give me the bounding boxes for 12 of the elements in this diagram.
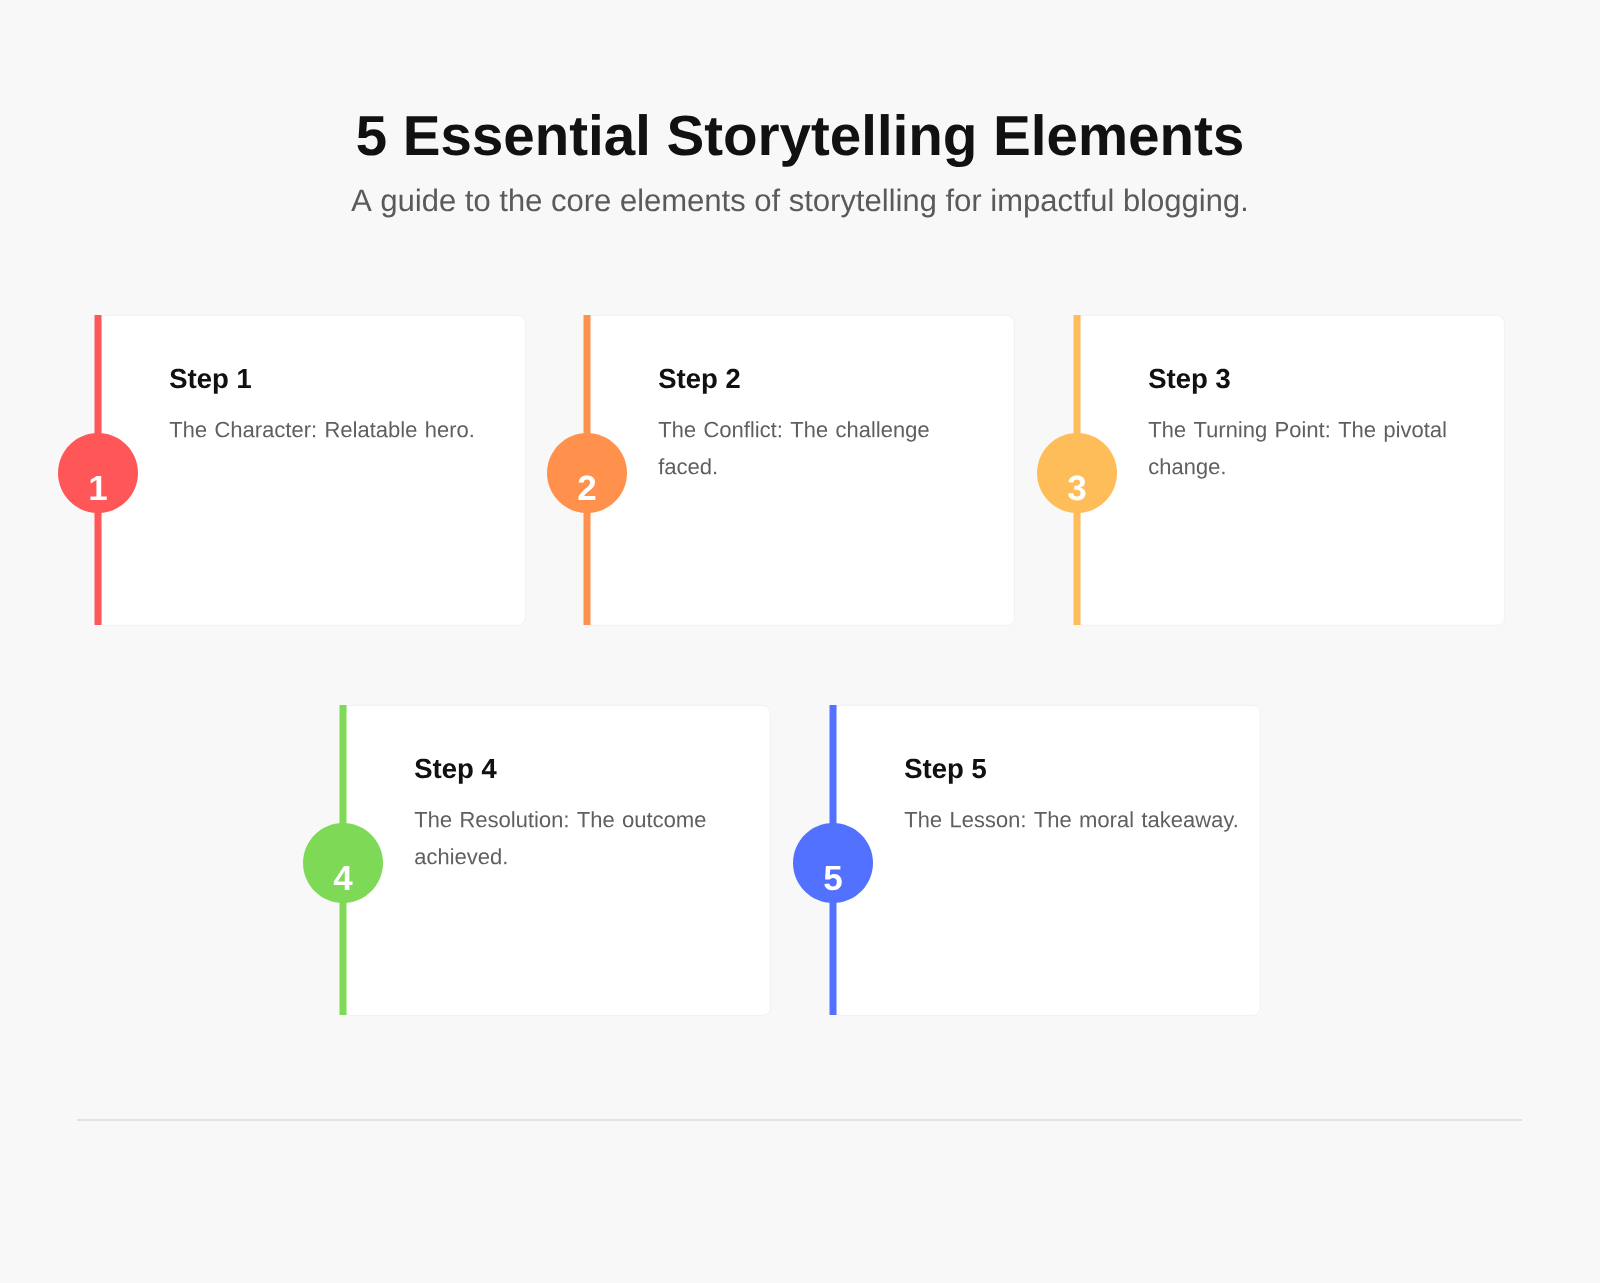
step-heading: Step 5: [905, 758, 986, 784]
subtitle: A guide to the core elements of storytelling for impactful blogging.: [351, 188, 1246, 218]
step-description: The Conflict: The challenge faced.: [658, 421, 929, 475]
step-description: The Character: Relatable hero.: [169, 421, 473, 438]
step-heading: Step 1: [170, 368, 251, 394]
step-description: The Resolution: The outcome achieved.: [414, 811, 706, 865]
step-heading: Step 2: [659, 368, 740, 394]
step-description: The Turning Point: The pivotal change.: [1148, 421, 1446, 479]
step-heading: Step 4: [415, 758, 497, 784]
title: 5 Essential Storytelling Elements: [357, 114, 1242, 167]
step-description: The Lesson: The moral takeaway.: [904, 811, 1237, 832]
step-heading: Step 3: [1149, 368, 1230, 394]
